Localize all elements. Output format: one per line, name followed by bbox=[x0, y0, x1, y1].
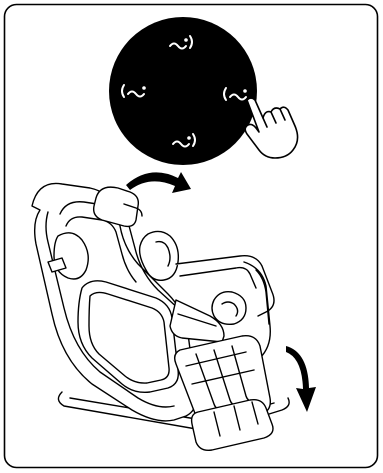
massage-chair-illustration bbox=[32, 183, 289, 450]
tilt-down-arrow-icon bbox=[286, 346, 316, 412]
rotate-arrow-icon bbox=[126, 172, 191, 193]
control-dial bbox=[109, 17, 257, 165]
pointing-hand-icon bbox=[245, 98, 297, 158]
